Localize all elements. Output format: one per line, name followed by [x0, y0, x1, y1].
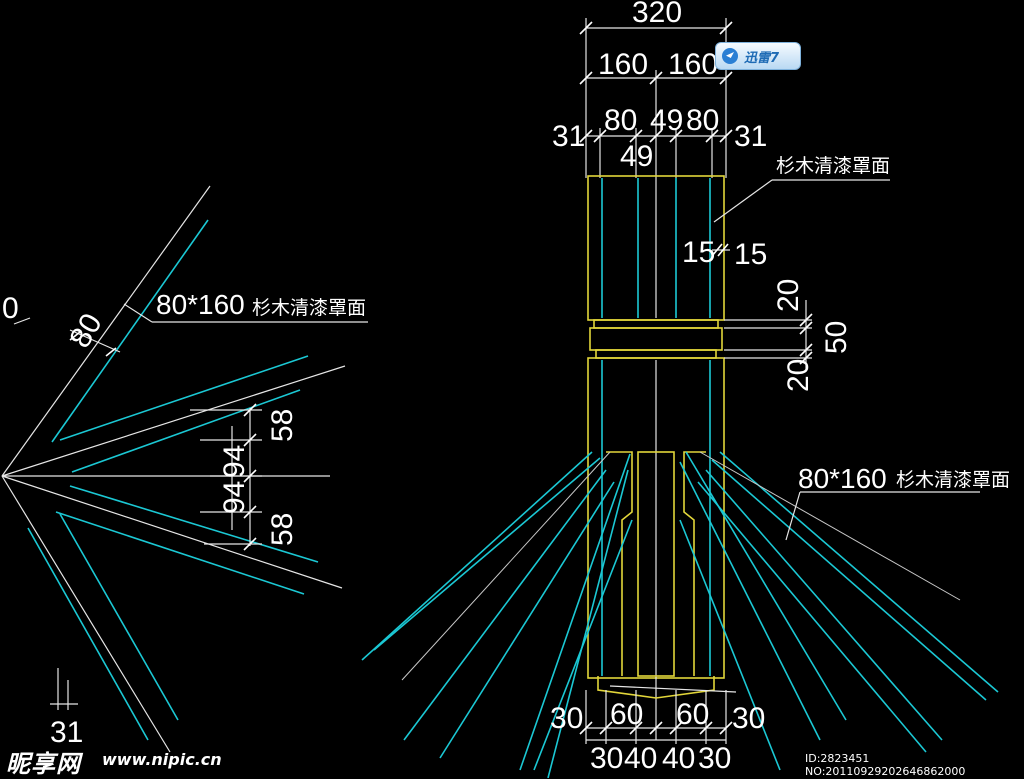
right-dim-160-left: 160: [598, 48, 648, 81]
right-dim-bottom-40-a: 40: [624, 742, 657, 775]
right-dim-320: 320: [632, 0, 682, 29]
right-member-note: 杉木清漆罩面: [896, 469, 1010, 491]
right-dim-ring-20-top: 20: [772, 279, 805, 312]
right-dim-bottom-30-b: 30: [732, 702, 765, 735]
watermark-logo: 昵享网: [6, 750, 81, 778]
right-dim-bottom-30-d: 30: [698, 742, 731, 775]
left-member-label: 80*160: [156, 289, 245, 320]
right-dim-15-right: 15: [734, 238, 767, 271]
left-member-note: 杉木清漆罩面: [252, 297, 366, 319]
right-dim-160-right: 160: [668, 48, 718, 81]
left-dim-94-lower: 94: [218, 481, 251, 514]
right-dim-bottom-60-b: 60: [676, 698, 709, 731]
right-dim-ring-50: 50: [820, 321, 853, 354]
left-dim-94-upper: 94: [218, 445, 251, 478]
right-dim-31-left: 31: [552, 120, 585, 153]
right-member-label: 80*160: [798, 463, 887, 494]
left-dim-58-bottom: 58: [266, 513, 299, 546]
left-dim-angle: 80: [63, 308, 108, 353]
right-dim-bottom-60-a: 60: [610, 698, 643, 731]
left-view: [1, 185, 368, 753]
xunlei-label: 迅雷7: [744, 51, 780, 66]
thunder-bird-icon: [722, 48, 738, 64]
right-dim-49-top: 49: [650, 104, 683, 137]
right-dim-bottom-30-a: 30: [550, 702, 583, 735]
right-top-note: 杉木清漆罩面: [776, 155, 890, 177]
right-dim-bottom-30-c: 30: [590, 742, 623, 775]
xunlei-popup[interactable]: 迅雷7: [715, 42, 801, 70]
left-dim-58-top: 58: [266, 409, 299, 442]
left-dim-31: 31: [50, 716, 83, 749]
right-dim-31-right: 31: [734, 120, 767, 153]
left-origin-mark: 0: [2, 292, 19, 325]
watermark-id: ID:2823451 NO:20110929202646862000: [805, 752, 966, 778]
right-dim-49-lower: 49: [620, 140, 653, 173]
right-view: [361, 18, 999, 778]
watermark-url: www.nipic.cn: [102, 750, 222, 769]
right-dim-80-left: 80: [604, 104, 637, 137]
right-dim-ring-20-bottom: 20: [782, 359, 815, 392]
right-dim-80-right: 80: [686, 104, 719, 137]
right-dim-15-left: 15: [682, 236, 715, 269]
right-dim-bottom-40-b: 40: [662, 742, 695, 775]
